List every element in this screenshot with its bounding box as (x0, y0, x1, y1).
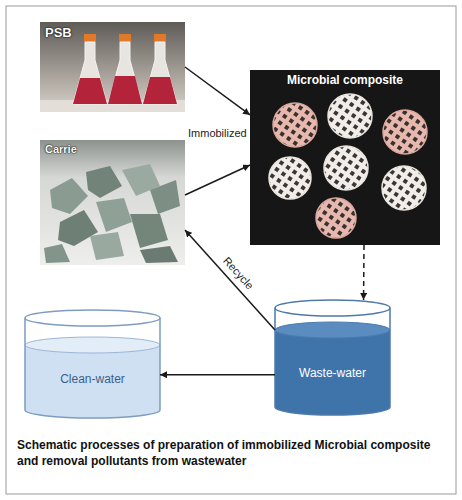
beaker: Clean-water (25, 310, 160, 418)
photo-panel: Carrie (40, 140, 185, 265)
photo-panel: PSB (40, 22, 185, 112)
node-label: PSB (45, 25, 72, 40)
node-label: Microbial composite (287, 73, 403, 87)
beaker: Waste-water (275, 300, 390, 415)
annotation-label: Immobilized (188, 127, 247, 139)
clean-beaker (25, 310, 160, 418)
node-label: Clean-water (60, 372, 125, 386)
dashed-arrow (363, 245, 365, 300)
psb-photo (40, 22, 185, 112)
flow-arrow (185, 230, 275, 330)
node-label: Waste-water (299, 366, 366, 380)
composite-photo (250, 70, 440, 245)
flow-arrow (185, 165, 250, 195)
flow-arrow (185, 67, 250, 115)
node-label: Carrie (45, 143, 77, 155)
figure-caption: Schematic processes of preparation of im… (17, 437, 445, 469)
carrier-photo (40, 140, 185, 265)
edge-label: Recycle (219, 253, 257, 293)
frame (6, 6, 456, 494)
waste-beaker (275, 300, 390, 415)
photo-panel: Microbial composite (250, 70, 440, 245)
flow-arrow (160, 374, 275, 376)
